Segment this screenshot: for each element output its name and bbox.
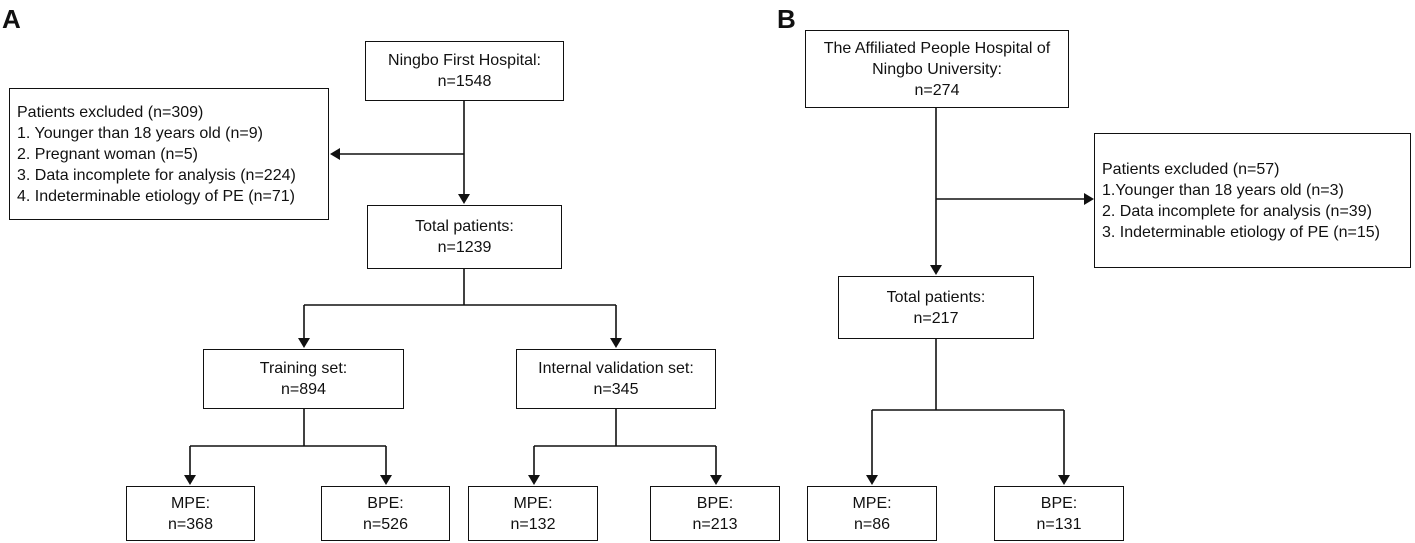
box-a-training-mpe: MPE: n=368 — [126, 486, 255, 541]
box-b-total-title: Total patients: — [886, 288, 986, 306]
arrowhead-a-training-mpe — [184, 475, 196, 485]
arrowhead-b-mpe — [866, 475, 878, 485]
box-b-mpe-title: MPE: — [852, 494, 892, 512]
arrowhead-a-training-bpe — [380, 475, 392, 485]
box-a-training-count: n=894 — [281, 381, 326, 398]
box-a-training-set: Training set: n=894 — [203, 349, 404, 409]
arrowhead-a-validation — [610, 338, 622, 348]
box-a-total-patients: Total patients: n=1239 — [367, 205, 562, 269]
arrowhead-a-validation-bpe — [710, 475, 722, 485]
box-a-excluded-item-2: 2. Pregnant woman (n=5) — [17, 145, 198, 163]
box-b-bpe-title: BPE: — [1040, 494, 1078, 512]
box-a-training-title: Training set: — [259, 360, 348, 377]
box-b-source-line-2: Ningbo University: — [872, 60, 1002, 78]
box-b-source-count: n=274 — [914, 81, 960, 99]
box-a-validation-count: n=345 — [593, 381, 639, 398]
box-a-excluded-title: Patients excluded (n=309) — [17, 103, 204, 121]
panel-label-a: A — [2, 4, 21, 34]
box-b-bpe: BPE: n=131 — [994, 486, 1124, 541]
box-a-training-mpe-count: n=368 — [168, 515, 213, 533]
panel-label-b: B — [777, 4, 796, 34]
box-b-total-patients: Total patients: n=217 — [838, 276, 1034, 339]
box-a-excluded-item-1: 1. Younger than 18 years old (n=9) — [17, 124, 263, 142]
box-b-patients-excluded: Patients excluded (n=57) 1.Younger than … — [1094, 133, 1411, 268]
box-a-validation-bpe-title: BPE: — [696, 494, 734, 512]
arrowhead-a-excluded — [330, 148, 340, 160]
box-b-mpe-count: n=86 — [853, 515, 891, 533]
arrowhead-a-total — [458, 194, 470, 204]
box-a-validation-title: Internal validation set: — [538, 360, 694, 377]
box-b-mpe: MPE: n=86 — [807, 486, 937, 541]
box-a-total-title: Total patients: — [415, 218, 514, 235]
arrowhead-a-validation-mpe — [528, 475, 540, 485]
box-b-excluded-title: Patients excluded (n=57) — [1102, 160, 1280, 178]
box-a-validation-mpe-count: n=132 — [510, 515, 556, 533]
box-a-source-hospital: Ningbo First Hospital: n=1548 — [365, 41, 564, 101]
arrowhead-b-total — [930, 265, 942, 275]
box-b-excluded-item-3: 3. Indeterminable etiology of PE (n=15) — [1102, 223, 1380, 241]
box-a-excluded-item-3: 3. Data incomplete for analysis (n=224) — [17, 166, 296, 184]
box-a-training-bpe: BPE: n=526 — [321, 486, 450, 541]
box-a-training-mpe-title: MPE: — [170, 494, 211, 512]
box-a-internal-validation-set: Internal validation set: n=345 — [516, 349, 716, 409]
arrowhead-b-excluded — [1084, 193, 1094, 205]
box-a-validation-mpe: MPE: n=132 — [468, 486, 598, 541]
box-a-patients-excluded: Patients excluded (n=309) 1. Younger tha… — [9, 88, 329, 220]
box-b-excluded-item-2: 2. Data incomplete for analysis (n=39) — [1102, 202, 1372, 220]
box-a-source-count: n=1548 — [437, 73, 492, 90]
box-a-training-bpe-count: n=526 — [363, 515, 408, 533]
box-b-source-hospital: The Affiliated People Hospital of Ningbo… — [805, 30, 1069, 108]
box-b-bpe-count: n=131 — [1036, 515, 1082, 533]
box-b-excluded-item-1: 1.Younger than 18 years old (n=3) — [1102, 181, 1344, 199]
box-b-source-line-1: The Affiliated People Hospital of — [823, 39, 1051, 57]
box-a-validation-bpe-count: n=213 — [692, 515, 738, 533]
box-a-excluded-item-4: 4. Indeterminable etiology of PE (n=71) — [17, 187, 295, 205]
box-a-training-bpe-title: BPE: — [367, 494, 404, 512]
arrowhead-b-bpe — [1058, 475, 1070, 485]
box-a-validation-mpe-title: MPE: — [513, 494, 553, 512]
arrowhead-a-training — [298, 338, 310, 348]
box-a-source-title: Ningbo First Hospital: — [388, 52, 541, 69]
box-a-validation-bpe: BPE: n=213 — [650, 486, 780, 541]
box-a-total-count: n=1239 — [437, 239, 492, 256]
box-b-total-count: n=217 — [913, 309, 959, 327]
